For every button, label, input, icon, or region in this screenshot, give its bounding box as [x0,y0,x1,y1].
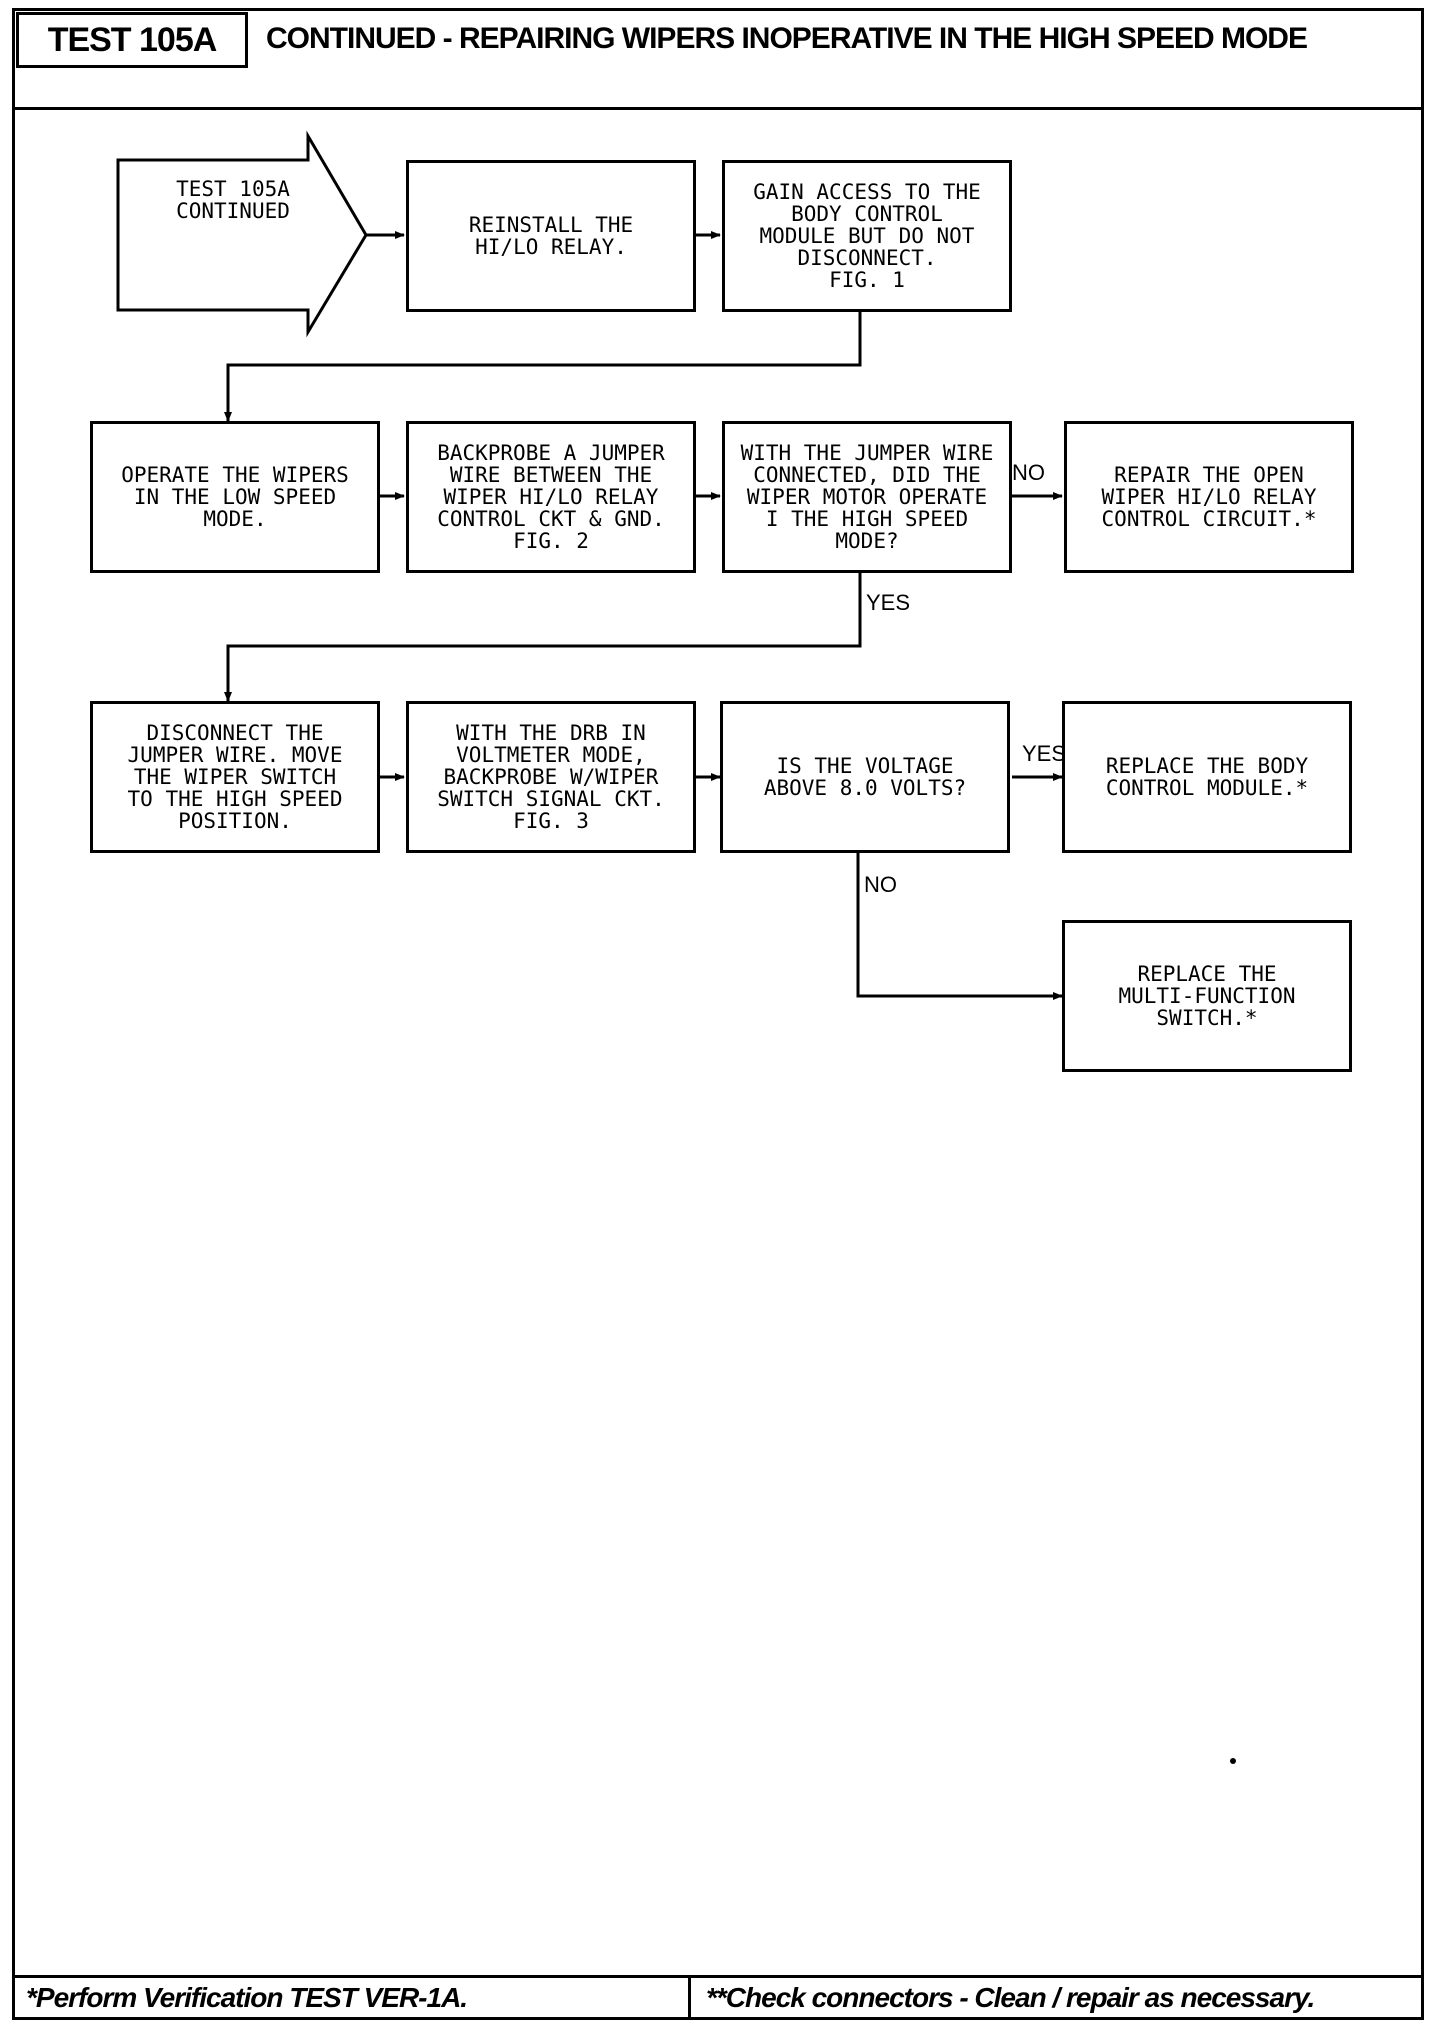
label-no-repair: NO [1012,460,1045,485]
page-frame [12,8,1424,2020]
step-backprobe-jumper: BACKPROBE A JUMPER WIRE BETWEEN THE WIPE… [406,421,696,573]
test-id-label: TEST 105A [16,12,248,68]
footer-verification-note: *Perform Verification TEST VER-1A. [26,1982,468,2013]
step-disconnect-jumper: DISCONNECT THE JUMPER WIRE. MOVE THE WIP… [90,701,380,853]
page-title: CONTINUED - REPAIRING WIPERS INOPERATIVE… [266,22,1308,55]
decision-jumper-question: WITH THE JUMPER WIRE CONNECTED, DID THE … [722,421,1012,573]
step-gain-access: GAIN ACCESS TO THE BODY CONTROL MODULE B… [722,160,1012,312]
header-divider [12,107,1424,110]
label-no-mfs: NO [864,872,897,897]
stray-dot [1230,1758,1236,1764]
step-replace-bcm: REPLACE THE BODY CONTROL MODULE.* [1062,701,1352,853]
footer-connectors-note: **Check connectors - Clean / repair as n… [706,1982,1315,2013]
step-repair-open: REPAIR THE OPEN WIPER HI/LO RELAY CONTRO… [1064,421,1354,573]
start-arrow-shape [116,130,368,338]
step-operate-wipers: OPERATE THE WIPERS IN THE LOW SPEED MODE… [90,421,380,573]
connector-voltage-no-to-mfs [856,853,1063,1000]
connector-question-yes-to-disconnect [224,572,862,702]
footer-divider [12,1975,1424,1978]
connector-gain-to-operate [224,312,862,422]
decision-voltage-question: IS THE VOLTAGE ABOVE 8.0 VOLTS? [720,701,1010,853]
footer-column-divider [688,1976,691,2020]
start-label: TEST 105A CONTINUED [176,177,290,223]
step-reinstall-relay: REINSTALL THE HI/LO RELAY. [406,160,696,312]
step-drb-voltmeter: WITH THE DRB IN VOLTMETER MODE, BACKPROB… [406,701,696,853]
step-replace-mfs: REPLACE THE MULTI-FUNCTION SWITCH.* [1062,920,1352,1072]
label-yes-bcm: YES [1022,741,1067,766]
label-yes-disconnect: YES [866,590,911,615]
